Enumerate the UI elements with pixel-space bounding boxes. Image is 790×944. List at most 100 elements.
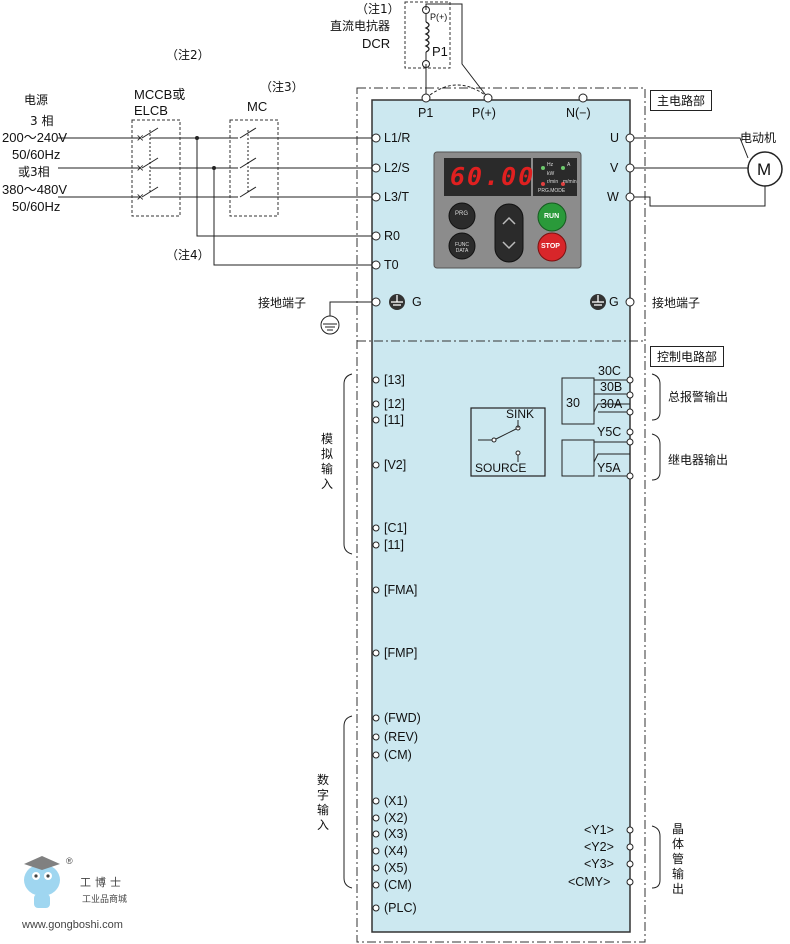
dcr-coil [424,21,430,53]
terminal-p-plus: P(+) [472,106,496,120]
run-button[interactable] [537,202,567,232]
digital-input-label: 数字输入 [316,773,329,832]
keypad-led-rmin: r/min [547,179,559,185]
alarm-output-label: 总报警输出 [668,390,729,404]
prg-button-label: PRG [455,211,469,217]
switch-sink: SINK [506,407,535,421]
terminal-rev: (REV) [384,730,419,744]
svg-text:×: × [136,163,144,174]
ground-icon [590,294,606,310]
terminal-y5c: Y5C [597,425,622,439]
terminal-cm-a: (CM) [384,748,412,762]
terminal-c1: [C1] [384,521,407,535]
watermark-sub: 工业品商城 [82,895,128,905]
relay-bracket [651,433,661,481]
terminal-t0: T0 [384,258,399,272]
motor-symbol-text: M [757,160,772,179]
transistor-bracket [651,825,661,889]
keypad-led-kw: kW [547,171,555,177]
func-button-label: FUNC DATA [455,242,469,254]
dcr-box [404,1,451,69]
terminal-plc: (PLC) [384,901,417,915]
terminal-x4: (X4) [384,844,408,858]
alarm-relay-label: 30 [566,396,580,410]
terminal-y3: <Y3> [584,857,614,871]
keypad-led-prg: PRG.MODE [538,188,566,194]
inverter-enclosure [356,87,646,943]
power-line-3: 或3相 [18,165,50,179]
terminal-y2: <Y2> [584,840,614,854]
terminal-y5a: Y5A [597,461,621,475]
breaker-box [131,119,181,217]
transistor-output-label: 晶体管输出 [671,822,684,896]
run-button-label: RUN [544,213,560,220]
terminal-v2: [V2] [384,458,407,472]
terminal-fmp: [FMP] [384,646,418,660]
stop-button-label: STOP [541,243,560,250]
keypad-led-mmin: m/min [563,179,577,185]
digital-bracket [343,715,353,889]
terminal-v: V [610,161,619,175]
terminal-p1: P1 [418,106,434,120]
power-line-5: 50/60Hz [12,199,61,214]
contactor-box [229,119,279,217]
note-4: （注4） [166,248,210,262]
terminal-30a: 30A [600,397,623,411]
power-line-1: 200～240V [2,130,68,145]
terminal-g-right: G [609,295,619,309]
note-3: （注3） [260,80,304,94]
relay-output-label: 继电器输出 [668,453,729,467]
terminal-x1: (X1) [384,794,408,808]
terminal-30c: 30C [598,364,621,378]
contactor-label: MC [247,99,268,114]
terminal-11a: [11] [384,413,404,427]
terminal-g-left: G [412,295,422,309]
chevron-up-icon [502,216,516,225]
terminal-l2: L2/S [384,161,410,175]
watermark-url: www.gongboshi.com [22,919,123,931]
chevron-down-icon [502,241,516,250]
terminal-fma: [FMA] [384,583,418,597]
gongboshi-logo [24,856,60,908]
dcr-abbrev: DCR [362,36,391,51]
terminal-l3: L3/T [384,190,410,204]
dcr-p-plus: P(+) [430,12,448,22]
power-line-0: 3 相 [30,114,54,128]
up-down-button[interactable] [494,203,524,263]
terminal-w: W [607,190,619,204]
terminal-l1: L1/R [384,131,411,145]
terminal-cm-b: (CM) [384,878,412,892]
terminal-x2: (X2) [384,811,408,825]
power-line-2: 50/60Hz [12,147,61,162]
terminal-x5: (X5) [384,861,408,875]
terminal-30b: 30B [600,380,623,394]
terminal-x3: (X3) [384,827,408,841]
jumper-bar [429,84,486,96]
alarm-relay-box [561,377,595,425]
terminal-fwd: (FWD) [384,711,421,725]
watermark-brand: 工博士 [80,876,125,889]
keypad-led-a: A [567,162,571,168]
ground-label-left: 接地端子 [258,296,307,310]
func-data-button[interactable] [448,232,476,260]
y5-relay-box [561,439,595,477]
ground-label-right: 接地端子 [652,296,701,310]
keypad-led-hz: Hz [547,162,554,168]
terminal-11b: [11] [384,538,404,552]
breaker-label-1: MCCB或 [134,87,186,102]
prg-button[interactable] [448,202,476,230]
breaker-label-2: ELCB [134,103,168,118]
power-line-4: 380～480V [2,182,68,197]
dcr-name: 直流电抗器 [330,19,391,33]
terminal-r0: R0 [384,229,400,243]
motor-label: 电动机 [740,131,777,145]
svg-text:×: × [136,133,144,144]
terminal-13: [13] [384,373,405,387]
earth-symbol-left [320,315,340,335]
dcr-p1: P1 [432,44,448,59]
stop-button[interactable] [537,232,567,262]
watermark-reg: ® [66,856,73,866]
terminal-u: U [610,131,620,145]
analog-bracket [343,373,353,555]
